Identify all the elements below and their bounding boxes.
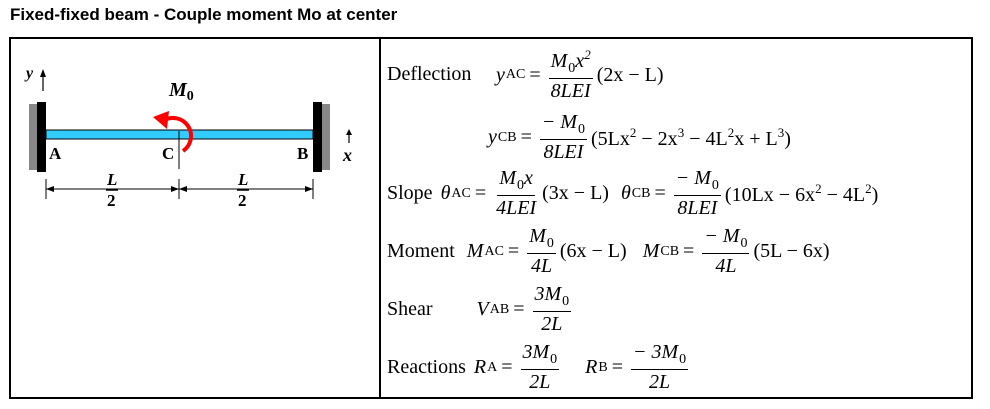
y-axis-label: y xyxy=(26,65,34,82)
right-wall-shade xyxy=(322,104,330,170)
slope-label: Slope xyxy=(387,182,433,204)
point-c-label: C xyxy=(162,144,175,163)
moment-label: M0 xyxy=(169,79,194,104)
deflection-label: Deflection xyxy=(387,63,472,85)
x-axis-label: x xyxy=(343,145,352,165)
moment-label-text: Moment xyxy=(387,240,455,262)
reactions-label: Reactions xyxy=(387,356,466,378)
dim-left-den: 2 xyxy=(107,191,116,210)
dim-right-den: 2 xyxy=(238,191,247,210)
point-a-label: A xyxy=(49,144,62,163)
page-title: Fixed-fixed beam - Couple moment Mo at c… xyxy=(10,5,398,24)
left-wall xyxy=(37,102,46,172)
right-wall xyxy=(313,102,322,172)
dim-right-num: L xyxy=(238,170,249,189)
point-b-label: B xyxy=(297,144,309,163)
moment-arrow xyxy=(161,115,193,153)
dim-left-num: L xyxy=(107,170,118,189)
shear-label: Shear xyxy=(387,298,433,320)
beam-diagram xyxy=(29,69,352,199)
column-divider xyxy=(379,39,381,397)
left-wall-shade xyxy=(29,104,37,170)
